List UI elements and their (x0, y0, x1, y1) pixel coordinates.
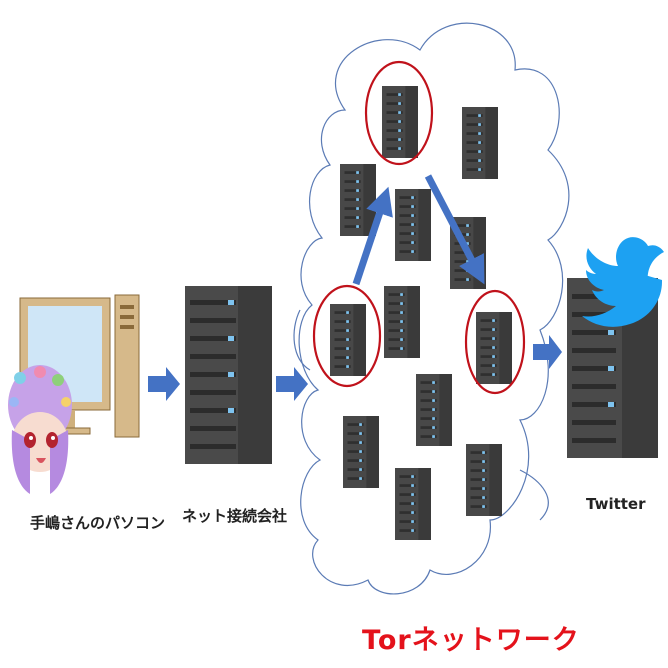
relay-server-4 (395, 189, 431, 261)
relay-server-7 (384, 286, 420, 358)
pc-label: 手嶋さんのパソコン (30, 514, 166, 532)
relay-server-10 (343, 416, 379, 488)
selected-relay-rings (312, 60, 526, 395)
middle-node-ring (364, 60, 434, 166)
relay-server-12 (395, 468, 431, 540)
twitter-label: Twitter (586, 495, 646, 513)
relay-server-11 (466, 444, 502, 516)
relay-server-9 (416, 374, 452, 446)
tor-route-arrows (352, 174, 485, 286)
exit-node-ring (464, 289, 526, 395)
relay-server-8 (476, 312, 512, 384)
arrow-isp-to-tor (276, 367, 308, 401)
isp-label: ネット接続会社 (182, 507, 288, 525)
arrow-tor-to-twitter (533, 335, 562, 369)
anime-girl-avatar-icon (8, 365, 72, 494)
twitter-bird-icon (582, 237, 664, 327)
relay-server-3 (340, 164, 376, 236)
route-arrow-middle-to-exit (424, 174, 485, 285)
relay-server-2 (462, 107, 498, 179)
route-arrow-entry-to-middle (352, 186, 393, 286)
entry-node-ring (312, 284, 382, 388)
isp-server-rack-icon (185, 286, 272, 464)
relay-server-6 (330, 304, 366, 376)
relay-server-1 (382, 86, 418, 158)
tor-network-label: Torネットワーク (362, 625, 580, 656)
flow-arrows (148, 335, 562, 401)
arrow-pc-to-isp (148, 367, 180, 401)
